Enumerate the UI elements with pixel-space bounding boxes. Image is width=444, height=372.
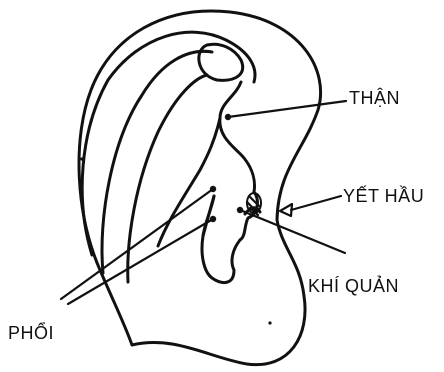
concha-boundary xyxy=(220,82,255,192)
triangular-fossa xyxy=(199,44,243,80)
yet-hau-leader xyxy=(291,196,341,210)
khi-quan-leader xyxy=(240,210,345,253)
label-phoi: PHỔI xyxy=(8,322,54,343)
decorative-dot xyxy=(80,157,83,160)
phoi-leader-lower xyxy=(68,219,213,304)
decorative-dot xyxy=(268,321,271,324)
than-leader xyxy=(228,101,346,117)
concha-shell xyxy=(158,118,220,246)
label-yet-hau: YẾT HẦU xyxy=(343,185,424,206)
label-khi-quan: KHÍ QUẢN xyxy=(308,275,399,296)
antihelix-outer xyxy=(102,51,212,273)
earlobe xyxy=(202,196,240,283)
label-than: THẬN xyxy=(349,88,400,108)
